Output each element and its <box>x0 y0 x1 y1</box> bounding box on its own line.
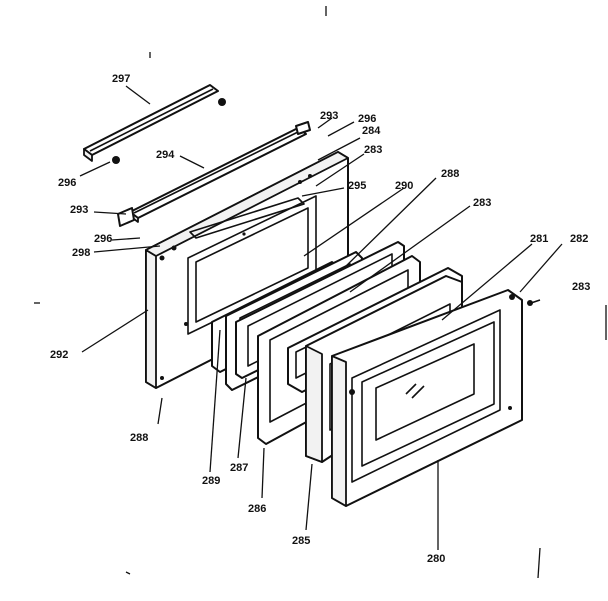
screw-icon <box>349 389 355 395</box>
callout-296: 296 <box>94 233 112 245</box>
callout-287: 287 <box>230 462 248 474</box>
callout-293: 293 <box>320 110 338 122</box>
inner-rail <box>117 121 311 227</box>
callout-288: 288 <box>441 168 459 180</box>
callout-283: 283 <box>572 281 590 293</box>
callout-296: 296 <box>358 113 376 125</box>
callout-289: 289 <box>202 475 220 487</box>
callout-288: 288 <box>130 432 148 444</box>
callout-298: 298 <box>72 247 90 259</box>
callout-280: 280 <box>427 553 445 565</box>
scan-marks <box>34 6 607 579</box>
callout-283: 283 <box>364 144 382 156</box>
callout-293: 293 <box>70 204 88 216</box>
callout-284: 284 <box>362 125 381 137</box>
leader-lines <box>79 85 563 550</box>
callout-290: 290 <box>395 180 413 192</box>
screw-icon <box>218 98 226 106</box>
callout-296: 296 <box>58 177 76 189</box>
callout-283: 283 <box>473 197 491 209</box>
callout-292: 292 <box>50 349 68 361</box>
top-trim-rail <box>83 84 226 164</box>
screw-icon <box>112 156 120 164</box>
screw-icon <box>527 300 533 306</box>
callout-labels: 297 293 296 284 283 294 296 295 290 288 … <box>50 73 590 565</box>
bracket <box>295 121 311 135</box>
callout-285: 285 <box>292 535 310 547</box>
callout-295: 295 <box>348 180 366 192</box>
screw-icon <box>509 294 515 300</box>
outer-door-panel <box>331 289 523 507</box>
callout-294: 294 <box>156 149 175 161</box>
callout-281: 281 <box>530 233 548 245</box>
callout-297: 297 <box>112 73 130 85</box>
screw-283 <box>527 299 541 306</box>
callout-282: 282 <box>570 233 588 245</box>
window-bracket <box>189 197 305 239</box>
bracket <box>117 207 135 227</box>
callout-286: 286 <box>248 503 266 515</box>
